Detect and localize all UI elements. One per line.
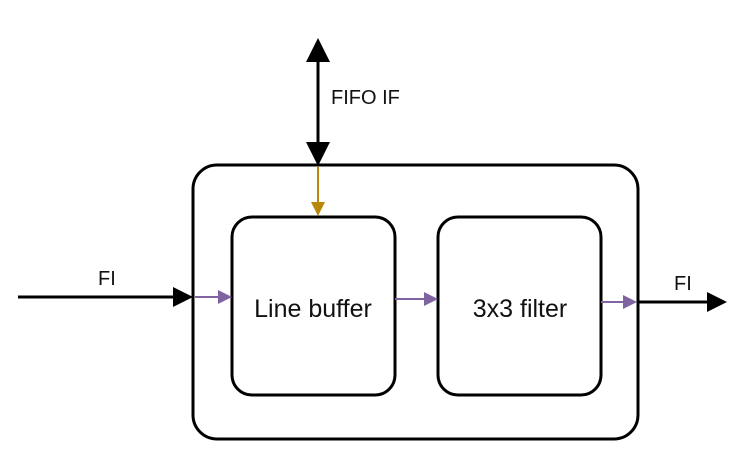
buffer-to-filter-arrow bbox=[395, 292, 438, 306]
input-purple-arrow bbox=[195, 290, 232, 304]
output-arrow bbox=[638, 292, 727, 312]
fifo-if-bidirectional-arrow bbox=[306, 38, 330, 166]
input-label: FI bbox=[98, 268, 116, 290]
fifo-to-buffer-arrow bbox=[311, 167, 325, 216]
line-buffer-block bbox=[230, 215, 397, 397]
filter-output-purple-arrow bbox=[601, 295, 637, 309]
filter-block bbox=[436, 215, 603, 397]
output-label: FI bbox=[674, 273, 692, 295]
filter-label: 3x3 filter bbox=[473, 295, 567, 323]
line-buffer-label: Line buffer bbox=[254, 295, 372, 323]
input-arrow bbox=[18, 287, 193, 307]
fifo-if-label: FIFO IF bbox=[331, 87, 400, 109]
